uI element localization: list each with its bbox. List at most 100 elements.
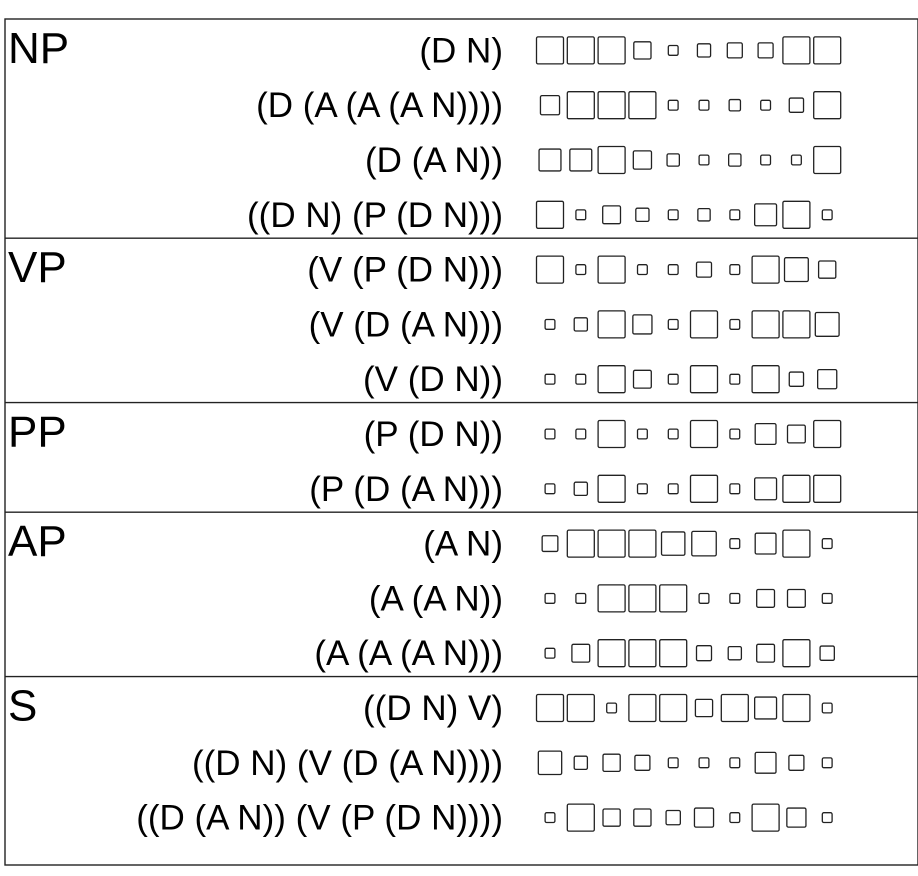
heatmap-cell: [756, 643, 776, 663]
heatmap-cell: [786, 807, 807, 828]
heatmap-cell: [634, 754, 651, 771]
heatmap-cell: [597, 474, 626, 503]
heatmap-cell: [635, 207, 650, 223]
heatmap-cell: [819, 645, 835, 661]
heatmap-cell: [659, 693, 688, 723]
heatmap-cell: [597, 255, 626, 284]
heatmap-cell: [693, 807, 715, 828]
heatmap-cell: [786, 588, 806, 608]
heatmap-cell: [782, 474, 811, 503]
heatmap-cell: [575, 209, 587, 221]
heatmap-cell: [729, 812, 741, 824]
chart-frame: [4, 18, 918, 866]
row-label: (A N): [423, 525, 503, 564]
row-label: ((D N) V): [363, 689, 503, 728]
heatmap-cell: [754, 532, 777, 555]
heatmap-cell: [573, 755, 589, 771]
heatmap-cell: [606, 702, 618, 714]
heatmap-cell: [751, 365, 780, 394]
heatmap-cell: [573, 481, 589, 497]
heatmap-cell: [666, 153, 680, 167]
heatmap-cell: [751, 310, 780, 339]
heatmap-cell: [597, 639, 626, 668]
heatmap-cell: [628, 639, 657, 668]
heatmap-cell: [821, 757, 833, 769]
heatmap-cell: [754, 696, 778, 720]
heatmap-cell: [813, 419, 842, 449]
heatmap-cell: [575, 373, 587, 385]
group-label: S: [8, 682, 37, 731]
heatmap-cell: [566, 91, 595, 120]
heatmap-cell: [782, 529, 811, 558]
heatmap-cell: [667, 44, 679, 56]
heatmap-cell: [729, 428, 741, 440]
heatmap-cell: [689, 310, 719, 339]
heatmap-cell: [751, 803, 780, 832]
heatmap-cell: [813, 474, 842, 503]
heatmap-cell: [535, 200, 565, 229]
row-label: (D N): [419, 31, 503, 70]
heatmap-cell: [628, 693, 657, 723]
heatmap-cell: [628, 584, 657, 613]
group-label: AP: [8, 517, 67, 566]
heatmap-cell: [821, 592, 833, 604]
heatmap-cell: [783, 257, 809, 283]
heatmap-cell: [628, 91, 657, 120]
heatmap-cell: [751, 255, 780, 284]
heatmap-cell: [569, 148, 593, 172]
heatmap-cell: [602, 753, 621, 773]
heatmap-cell: [573, 317, 589, 332]
heatmap-cell: [597, 310, 626, 339]
heatmap-cell: [575, 592, 587, 604]
heatmap-cell: [814, 311, 840, 337]
heatmap-cell: [782, 639, 811, 668]
row-label: ((D (A N)) (V (P (D N)))): [136, 799, 503, 838]
heatmap-cell: [698, 99, 710, 111]
heatmap-cell: [571, 643, 591, 663]
heatmap-cell: [544, 483, 556, 495]
heatmap-cell: [597, 36, 626, 65]
group-label: VP: [8, 243, 67, 292]
heatmap-cell: [597, 419, 626, 449]
heatmap-cell: [597, 529, 626, 558]
heatmap-cell: [544, 428, 556, 440]
heatmap-cell: [667, 428, 679, 440]
heatmap-cell: [667, 483, 679, 495]
row-label: (V (P (D N))): [307, 251, 503, 290]
heatmap-cell: [729, 264, 741, 276]
heatmap-cell: [821, 209, 833, 221]
heatmap-cell: [659, 639, 688, 668]
heatmap-cell: [786, 424, 806, 444]
heatmap-cell: [628, 529, 657, 558]
heatmap-cell: [821, 812, 833, 824]
heatmap-cell: [689, 419, 719, 449]
heatmap-cell: [667, 318, 679, 330]
heatmap-cell: [728, 98, 742, 112]
heatmap-cell: [698, 757, 710, 769]
heatmap-cell: [632, 314, 653, 335]
heatmap-cell: [694, 698, 714, 718]
heatmap-cell: [566, 529, 595, 558]
heatmap-cell: [757, 42, 774, 59]
heatmap-cell: [665, 809, 681, 826]
heatmap-cell: [636, 264, 648, 276]
heatmap-cell: [754, 751, 777, 774]
heatmap-cell: [788, 754, 805, 771]
heatmap-cell: [782, 36, 811, 65]
heatmap-cell: [817, 368, 838, 390]
heatmap-cell: [813, 145, 842, 175]
heatmap-cell: [544, 373, 556, 385]
heatmap-cell: [667, 757, 679, 769]
heatmap-cell: [691, 530, 717, 557]
row-label: (A (A (A N))): [314, 634, 503, 673]
heatmap-cell: [544, 812, 556, 824]
heatmap-cell: [698, 154, 710, 166]
heatmap-cell: [695, 261, 713, 278]
heatmap-cell: [821, 538, 833, 550]
heatmap-cell: [754, 203, 778, 227]
heatmap-cell: [660, 531, 686, 556]
heatmap-cell: [667, 99, 679, 111]
heatmap-cell: [813, 91, 842, 120]
heatmap-cell: [728, 153, 742, 167]
